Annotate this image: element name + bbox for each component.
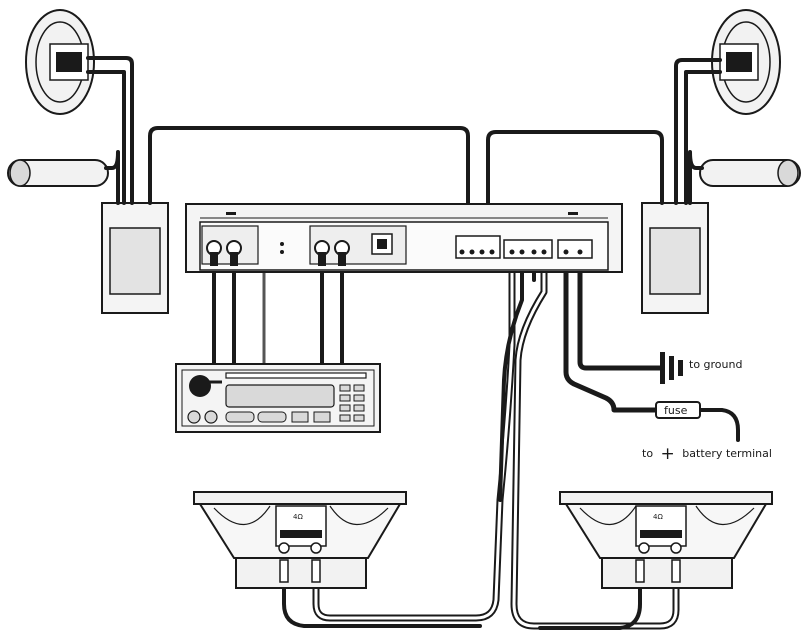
fuse-icon — [655, 401, 701, 419]
left-tweeter — [7, 159, 109, 187]
left-subwoofer — [193, 491, 407, 589]
right-crossover — [641, 202, 709, 314]
amplifier — [185, 203, 623, 273]
ground-label: to ground — [689, 358, 742, 371]
wires — [86, 56, 740, 630]
left-subwoofer-impedance: 4Ω — [293, 513, 303, 521]
head-unit — [175, 363, 381, 433]
battery-label-prefix: to — [642, 447, 653, 460]
right-subwoofer-impedance: 4Ω — [653, 513, 663, 521]
volume-knob-icon — [189, 375, 211, 397]
battery-label-suffix: battery terminal — [682, 447, 772, 460]
rca-plugs — [210, 252, 346, 266]
right-subwoofer — [559, 491, 773, 589]
left-speaker — [25, 9, 95, 115]
left-crossover — [101, 202, 169, 314]
fuse-label: fuse — [664, 404, 688, 417]
right-speaker — [711, 9, 781, 115]
right-tweeter — [699, 159, 801, 187]
ground-symbol-icon — [660, 352, 683, 384]
battery-label: to + battery terminal — [642, 444, 772, 464]
battery-plus-sign: + — [661, 444, 675, 464]
